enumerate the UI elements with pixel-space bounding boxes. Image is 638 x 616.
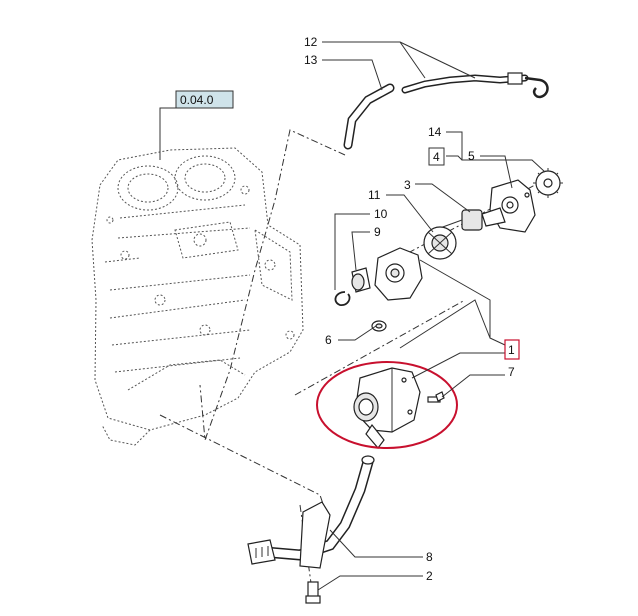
callout-1-box: [504, 339, 520, 360]
dipstick: [401, 72, 549, 99]
callout-5: 5: [468, 149, 475, 163]
callout-4-box: [428, 147, 445, 166]
reference-label: 0.04.0: [180, 93, 214, 107]
reference-tag: 0.04.0: [159, 90, 234, 160]
callout-7: 7: [508, 365, 515, 379]
pump-housing: [374, 247, 423, 301]
outer-rotor: [423, 226, 457, 260]
callout-9: 9: [374, 225, 381, 239]
callout-6: 6: [325, 333, 332, 347]
callout-13: 13: [304, 53, 318, 67]
engine-block: [91, 147, 304, 446]
highlight-circle: [316, 361, 458, 449]
oil-pump: [353, 367, 421, 449]
pump-bolt: [427, 391, 445, 403]
callout-12: 12: [304, 35, 318, 49]
callout-2: 2: [426, 569, 433, 583]
valve-plug: [351, 267, 371, 293]
leader-lines: [317, 41, 546, 591]
drive-gear: [533, 168, 563, 198]
callout-3: 3: [404, 178, 411, 192]
washer: [371, 320, 387, 332]
screw: [305, 581, 321, 604]
circlip: [334, 291, 351, 306]
suction-pipe: [247, 455, 375, 569]
callout-8: 8: [426, 550, 433, 564]
callout-4: 4: [433, 150, 440, 164]
pump-shaft: [439, 207, 506, 231]
callout-labels: 12 13 14 4 5 3 11 10 9 6 1 7 8 2: [304, 35, 520, 583]
callout-14: 14: [428, 125, 442, 139]
dipstick-tube: [343, 83, 395, 150]
callout-1: 1: [508, 343, 515, 357]
callout-10: 10: [374, 207, 388, 221]
callout-11: 11: [368, 188, 381, 202]
